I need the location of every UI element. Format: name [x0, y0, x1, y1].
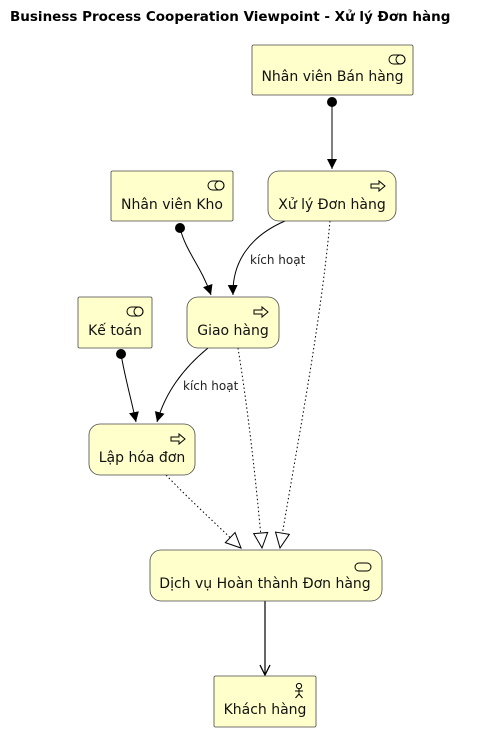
node-label: Kế toán [88, 322, 142, 339]
node-process-order[interactable]: Xử lý Đơn hàng [267, 170, 397, 222]
node-sales-staff[interactable]: Nhân viên Bán hàng [251, 44, 414, 96]
edge-assign-sales-to-process [327, 97, 337, 169]
node-label: Nhân viên Bán hàng [261, 69, 403, 85]
role-icon [207, 180, 225, 191]
edge-realize-invoice-to-service [165, 474, 242, 549]
node-accountant[interactable]: Kế toán [77, 296, 153, 349]
edge-label-trigger-2: kích hoạt [183, 379, 239, 393]
process-arrow-icon [370, 179, 386, 193]
node-label: Khách hàng [224, 702, 307, 718]
node-invoice[interactable]: Lập hóa đơn [88, 423, 196, 476]
edge-realize-delivery-to-service [237, 347, 269, 550]
edge-trigger-process-to-delivery: kích hoạt [227, 220, 306, 296]
edge-label-trigger-1: kích hoạt [250, 253, 306, 267]
edge-assign-warehouse-to-delivery [175, 223, 213, 296]
role-icon [126, 306, 144, 317]
actor-icon [295, 682, 303, 699]
role-icon [388, 54, 406, 65]
edge-trigger-delivery-to-invoice: kích hoạt [154, 347, 239, 423]
service-icon [354, 562, 372, 572]
process-arrow-icon [253, 305, 269, 319]
node-label: Nhân viên Kho [121, 197, 223, 213]
node-warehouse-staff[interactable]: Nhân viên Kho [110, 170, 234, 222]
edge-assign-accountant-to-invoice [116, 349, 139, 423]
node-label: Giao hàng [197, 323, 269, 339]
diagram-title: Business Process Cooperation Viewpoint -… [10, 9, 451, 25]
node-label: Lập hóa đơn [99, 450, 186, 466]
node-label: Xử lý Đơn hàng [278, 197, 386, 213]
edge-realize-process-to-service [274, 220, 331, 550]
node-label: Dịch vụ Hoàn thành Đơn hàng [159, 576, 370, 592]
process-arrow-icon [170, 432, 186, 446]
node-customer[interactable]: Khách hàng [213, 675, 317, 728]
node-service[interactable]: Dịch vụ Hoàn thành Đơn hàng [149, 549, 383, 602]
node-delivery[interactable]: Giao hàng [186, 296, 280, 349]
